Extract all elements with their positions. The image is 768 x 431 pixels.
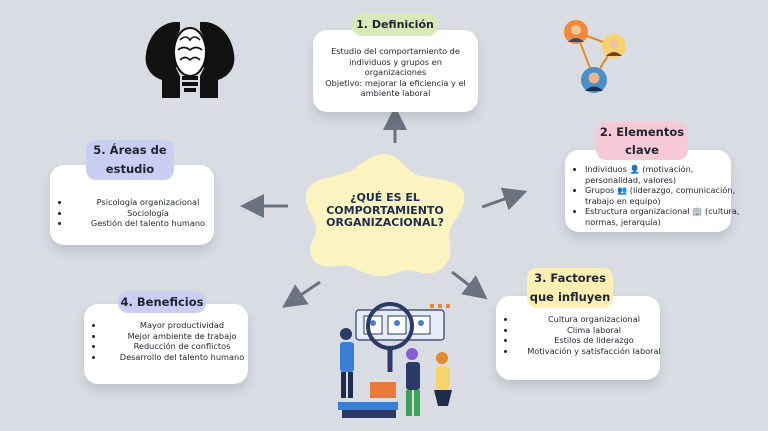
- definicion-line-2: Objetivo: mejorar la eficiencia y el amb…: [325, 77, 466, 99]
- brain-heads-icon: [145, 22, 235, 98]
- beneficios-card: Mayor productividad Mejor ambiente de tr…: [84, 304, 248, 384]
- arrow-to-factores: [451, 270, 488, 300]
- beneficios-heading: 4. Beneficios: [118, 291, 206, 313]
- list-item: Grupos 👥 (liderazgo, comunicación, traba…: [585, 185, 745, 206]
- factores-card: Cultura organizacional Clima laboral Est…: [496, 296, 661, 380]
- list-item: Mayor productividad: [104, 320, 260, 331]
- list-item: Reducción de conflictos: [104, 341, 260, 352]
- areas-list: Psicología organizacional Sociología Ges…: [52, 197, 226, 229]
- arrow-to-beneficios: [282, 280, 321, 308]
- areas-heading: 5. Áreas de estudio: [86, 140, 174, 180]
- definicion-card: Estudio del comportamiento de individuos…: [313, 30, 478, 112]
- elementos-list: Individuos 👤 (motivación, personalidad, …: [567, 164, 745, 227]
- list-item: Individuos 👤 (motivación, personalidad, …: [585, 164, 745, 185]
- elementos-card: Individuos 👤 (motivación, personalidad, …: [565, 150, 740, 232]
- factores-heading: 3. Factores que influyen: [527, 268, 613, 308]
- list-item: Motivación y satisfacción laboral: [516, 346, 672, 357]
- list-item: Psicología organizacional: [70, 197, 226, 208]
- center-star-shape: [305, 154, 465, 277]
- beneficios-list: Mayor productividad Mejor ambiente de tr…: [86, 320, 260, 362]
- list-item: Estructura organizacional 🏢 (cultura, no…: [585, 206, 745, 227]
- list-item: Clima laboral: [516, 325, 672, 336]
- list-item: Gestión del talento humano: [70, 218, 226, 229]
- center-title: ¿QUÉ ES EL COMPORTAMIENTO ORGANIZACIONAL…: [326, 191, 444, 229]
- definicion-line-1: Estudio del comportamiento de individuos…: [331, 46, 460, 77]
- list-item: Cultura organizacional: [516, 314, 672, 325]
- definicion-heading: 1. Definición: [352, 14, 438, 36]
- list-item: Mejor ambiente de trabajo: [104, 331, 260, 342]
- list-item: Estilos de liderazgo: [516, 335, 672, 346]
- arrow-to-elementos: [481, 187, 528, 211]
- elementos-heading: 2. Elementos clave: [596, 122, 688, 160]
- people-network-icon: [564, 20, 626, 93]
- list-item: Sociología: [70, 208, 226, 219]
- factores-list: Cultura organizacional Clima laboral Est…: [498, 314, 672, 356]
- team-magnifier-illustration: [338, 302, 452, 418]
- list-item: Desarrollo del talento humano: [104, 352, 260, 363]
